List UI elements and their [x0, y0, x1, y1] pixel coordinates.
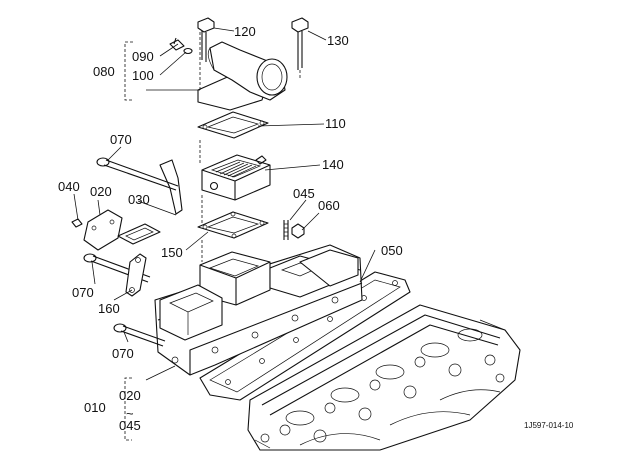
label-090: 090 — [132, 49, 154, 64]
water-outlet-housing — [197, 41, 288, 111]
label-020-range-start: 020 — [119, 388, 141, 403]
bolt-070-upper — [96, 157, 179, 191]
label-150: 150 — [161, 245, 183, 260]
label-080: 080 — [93, 64, 115, 79]
label-045: 045 — [293, 186, 315, 201]
gasket-020 — [117, 223, 161, 245]
label-100: 100 — [132, 68, 154, 83]
label-120: 120 — [234, 24, 256, 39]
label-045-range-end: 045 — [119, 418, 141, 433]
label-110: 110 — [325, 116, 346, 131]
label-060: 060 — [318, 198, 340, 213]
intake-manifold — [154, 244, 363, 376]
bolt-070-lower — [113, 323, 166, 347]
bracket-030 — [159, 159, 183, 215]
label-010: 010 — [84, 400, 106, 415]
leader-lines — [73, 27, 376, 381]
bolt-070-middle — [83, 253, 151, 283]
screw-040 — [71, 218, 83, 228]
label-070-middle: 070 — [72, 285, 94, 300]
label-070-upper: 070 — [110, 132, 132, 147]
group-bracket-080 — [124, 41, 133, 101]
cylinder-head — [247, 304, 521, 451]
bolt-060 — [291, 223, 305, 239]
air-heater — [201, 154, 271, 201]
gasket-150 — [197, 211, 269, 239]
label-020: 020 — [90, 184, 112, 199]
label-030: 030 — [128, 192, 150, 207]
gasket-110 — [197, 111, 269, 139]
drawing-code: 1J597-014-10 — [524, 421, 574, 430]
label-040: 040 — [58, 179, 80, 194]
label-050: 050 — [381, 243, 403, 258]
group-bracket-010 — [124, 377, 132, 441]
label-140: 140 — [322, 157, 344, 172]
bracket-160 — [125, 253, 147, 297]
stud-045 — [283, 220, 289, 240]
label-range-tilde: ~ — [126, 406, 134, 421]
label-130: 130 — [327, 33, 349, 48]
cover-plate-020 — [83, 209, 123, 251]
label-160: 160 — [98, 301, 120, 316]
bolt-130 — [291, 17, 309, 70]
label-070-lower: 070 — [112, 346, 134, 361]
